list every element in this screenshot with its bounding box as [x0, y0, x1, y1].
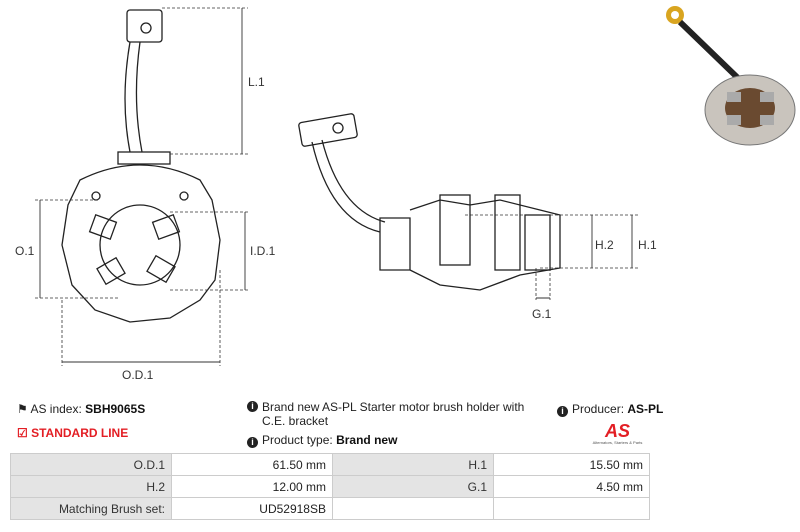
spec-label: H.2	[10, 475, 172, 498]
table-row: Matching Brush set:UD52918SB	[10, 497, 650, 520]
spec-label	[332, 497, 494, 520]
producer-value: AS-PL	[627, 402, 664, 416]
tag-icon: ⚑	[17, 402, 28, 416]
label-l1: L.1	[248, 75, 265, 89]
product-photo[interactable]	[655, 0, 800, 150]
spec-label: G.1	[332, 475, 494, 498]
product-type-label: Product type:	[262, 433, 333, 447]
as-index-label: AS index:	[30, 402, 82, 416]
label-o1: O.1	[15, 244, 35, 258]
standard-line-badge: ☑ STANDARD LINE	[17, 426, 128, 440]
producer: i Producer: AS-PL	[557, 402, 663, 417]
front-view	[61, 9, 221, 323]
label-id1: I.D.1	[250, 244, 276, 258]
product-type: i Product type: Brand new	[247, 433, 397, 448]
dimension-lines	[35, 7, 640, 366]
description-text: Brand new AS-PL Starter motor brush hold…	[262, 400, 525, 428]
dimension-arrows	[39, 8, 633, 363]
label-g1: G.1	[532, 307, 552, 321]
description: i Brand new AS-PL Starter motor brush hol…	[247, 400, 547, 428]
info-icon: i	[247, 401, 258, 412]
label-h2: H.2	[595, 238, 614, 252]
spec-value: 15.50 mm	[493, 453, 650, 476]
spec-value: 12.00 mm	[171, 475, 333, 498]
spec-value: 4.50 mm	[493, 475, 650, 498]
label-h1: H.1	[638, 238, 657, 252]
as-logo: AS Alternators, Starters & Parts	[585, 422, 650, 445]
spec-label: Matching Brush set:	[10, 497, 172, 520]
logo-text: AS	[604, 421, 630, 441]
info-icon: i	[247, 437, 258, 448]
spec-value	[493, 497, 650, 520]
product-type-value: Brand new	[336, 433, 398, 447]
spec-value: 61.50 mm	[171, 453, 333, 476]
as-index-value: SBH9065S	[85, 402, 146, 416]
producer-label: Producer:	[572, 402, 625, 416]
standard-line-text: STANDARD LINE	[31, 426, 129, 440]
info-icon: i	[557, 406, 568, 417]
as-index: ⚑ AS index: SBH9065S	[17, 402, 145, 416]
checkbox-icon: ☑	[17, 426, 28, 440]
brush-holder-photo	[666, 6, 796, 146]
side-view	[298, 113, 561, 291]
logo-tagline: Alternators, Starters & Parts	[592, 440, 643, 445]
spec-label: O.D.1	[10, 453, 172, 476]
spec-label: H.1	[332, 453, 494, 476]
label-od1: O.D.1	[122, 368, 154, 382]
spec-value: UD52918SB	[171, 497, 333, 520]
technical-drawing	[35, 7, 640, 366]
